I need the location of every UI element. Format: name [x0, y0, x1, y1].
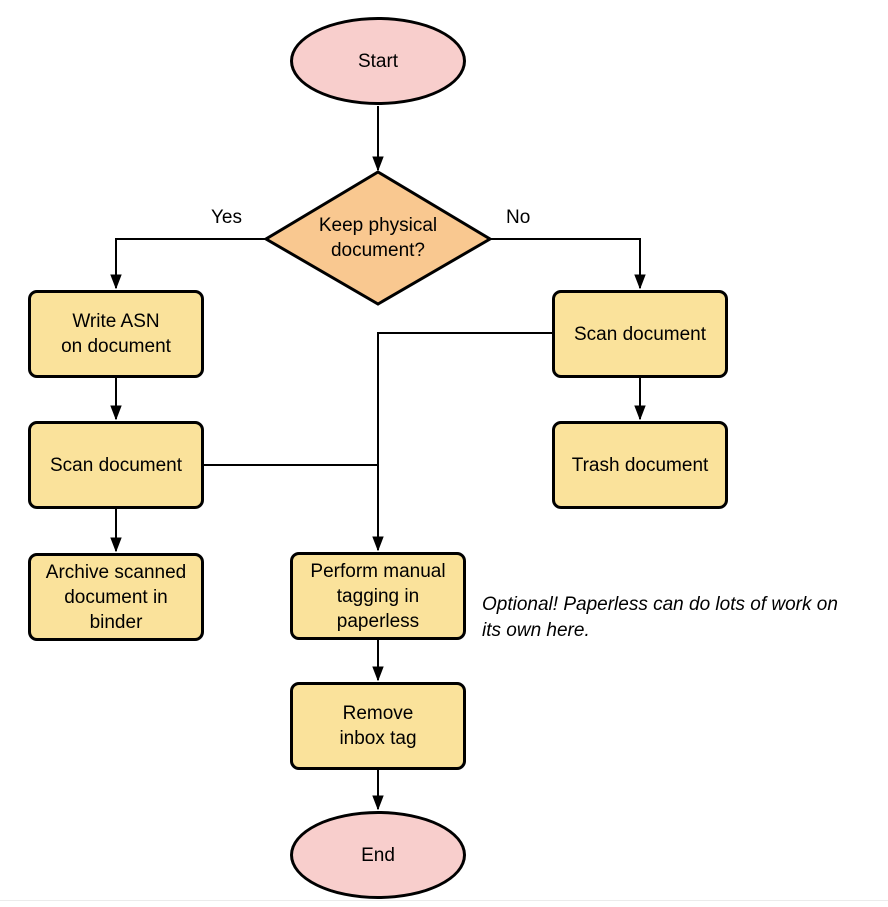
node-scan-document-left: Scan document	[28, 421, 204, 509]
node-start: Start	[290, 17, 466, 105]
node-perform-manual-tagging: Perform manual tagging in paperless	[290, 552, 466, 640]
node-remove-inbox-tag: Remove inbox tag	[290, 682, 466, 770]
node-write-asn-on-document: Write ASN on document	[28, 290, 204, 378]
node-end: End	[290, 811, 466, 899]
optional-note-text: Optional! Paperless can do lots of work …	[482, 594, 838, 641]
node-trash-document: Trash document	[552, 421, 728, 509]
edge-label-yes: Yes	[211, 207, 242, 228]
edge-scan-right-to-tagging	[378, 332, 552, 550]
edge-decision-yes-to-write-asn	[116, 238, 266, 288]
edge-decision-no-to-scan-right	[490, 238, 640, 288]
node-scan-document-right: Scan document	[552, 290, 728, 378]
node-archive-scanned-document: Archive scanned document in binder	[28, 553, 204, 641]
node-decision-label: Keep physical document?	[318, 215, 438, 261]
edge-label-no: No	[506, 207, 531, 228]
page-bottom-divider	[0, 900, 888, 901]
